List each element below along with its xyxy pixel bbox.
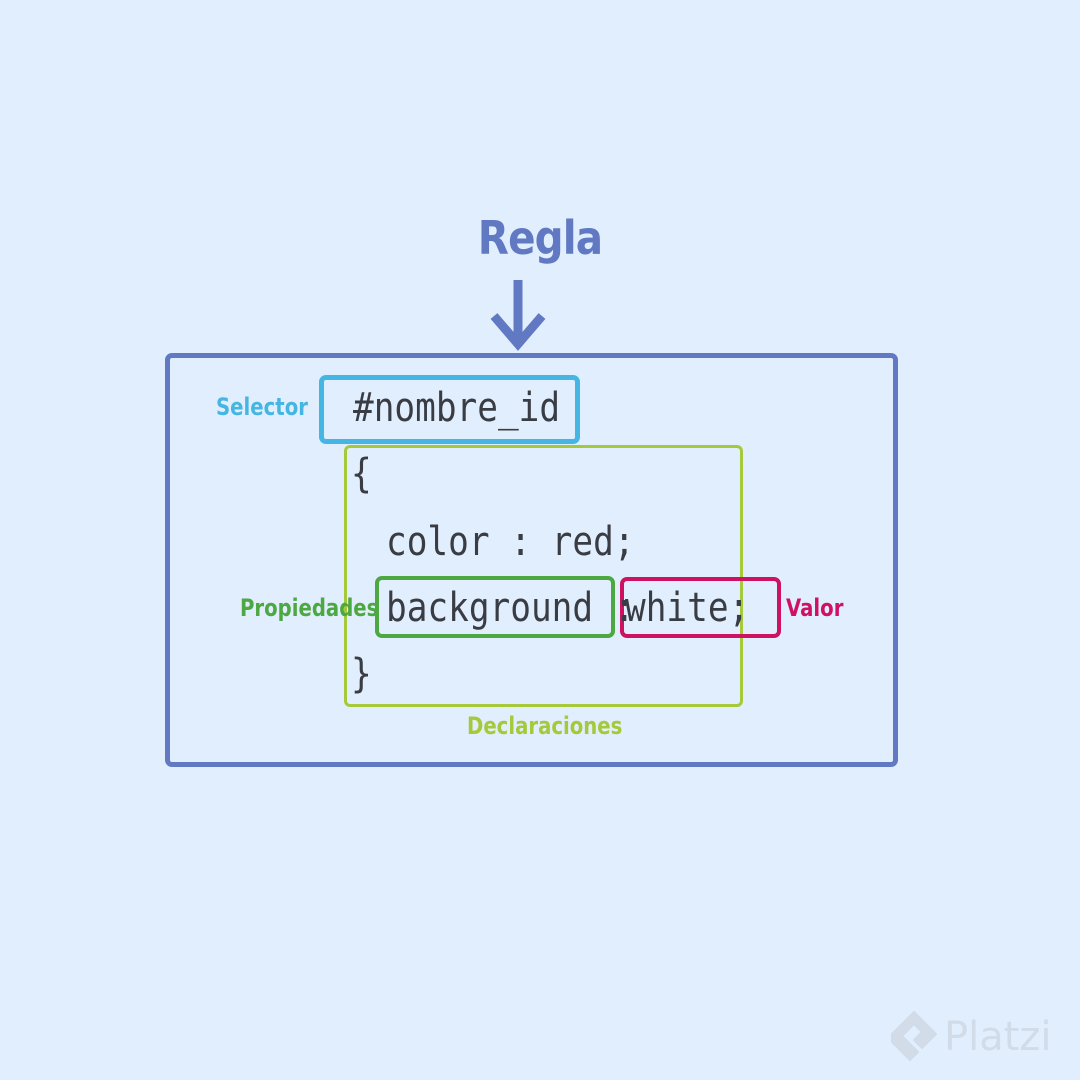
- declarations-box: [344, 445, 743, 707]
- rule-box: [165, 353, 898, 767]
- label-declarations: Declaraciones: [467, 712, 623, 740]
- selector-box: [319, 375, 580, 444]
- properties-box: [375, 576, 615, 638]
- code-property: background :: [386, 585, 635, 631]
- code-selector: #nombre_id: [353, 385, 561, 431]
- rule-title: Regla: [477, 211, 603, 265]
- label-value: Valor: [786, 594, 844, 622]
- watermark-brand: Platzi: [944, 1014, 1052, 1060]
- code-close-brace: }: [351, 651, 372, 697]
- value-box: [620, 577, 781, 638]
- arrow-down-icon: [490, 280, 546, 351]
- platzi-logo-icon: [891, 1011, 937, 1061]
- code-value: white;: [625, 585, 750, 631]
- code-line-color: color : red;: [386, 519, 635, 565]
- label-properties: Propiedades: [240, 594, 379, 622]
- label-selector: Selector: [216, 393, 308, 421]
- code-open-brace: {: [351, 451, 372, 497]
